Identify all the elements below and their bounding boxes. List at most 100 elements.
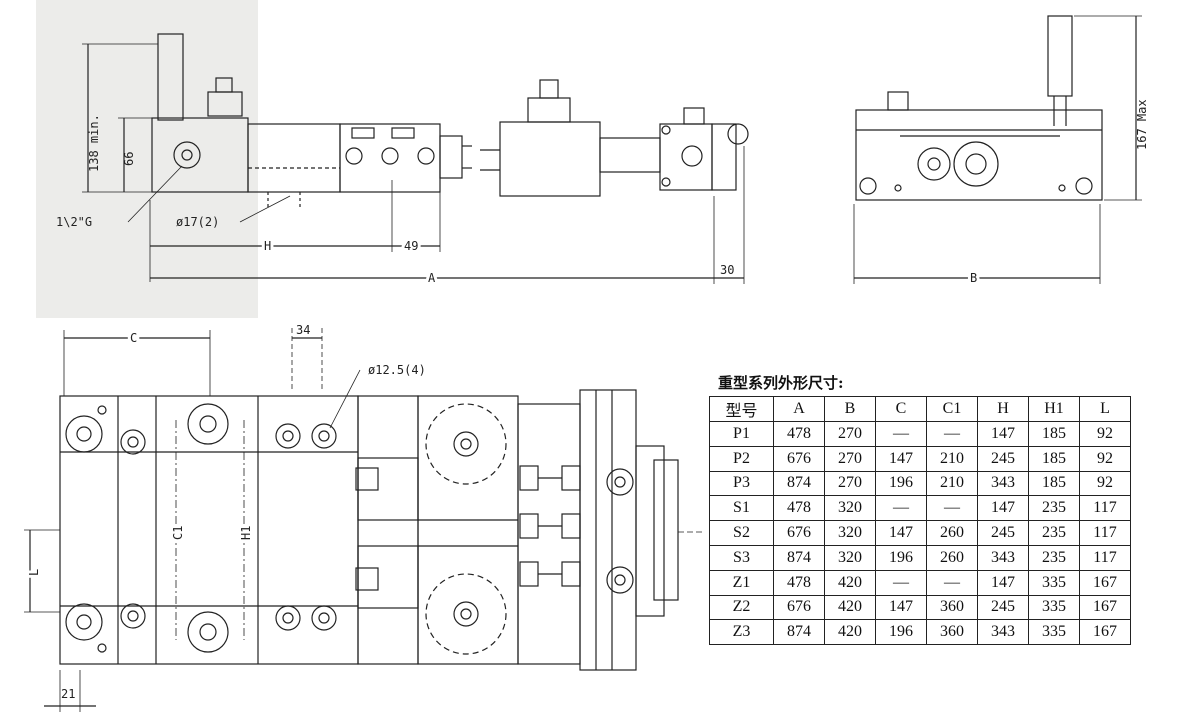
header-model: 型号 xyxy=(709,396,774,422)
valve-section xyxy=(339,123,441,193)
table-cell: S2 xyxy=(709,520,774,546)
table-cell: 196 xyxy=(875,470,927,497)
drawing-background xyxy=(36,0,258,318)
header-H1: H1 xyxy=(1028,396,1080,422)
table-cell: 235 xyxy=(1028,544,1080,571)
table-cell: 235 xyxy=(1028,520,1080,546)
cylinder-housing xyxy=(499,121,601,197)
clamp-nut xyxy=(207,91,243,117)
nut-top xyxy=(215,77,233,93)
cylinder-section xyxy=(417,395,519,665)
table-cell: 343 xyxy=(977,619,1029,646)
table-cell: 270 xyxy=(824,445,876,472)
header-C: C xyxy=(875,396,927,422)
dim-21-label: 21 xyxy=(61,687,75,701)
table-cell: 235 xyxy=(1028,495,1080,522)
table-cell: 270 xyxy=(824,421,876,447)
table-cell: S3 xyxy=(709,544,774,571)
table-cell: 676 xyxy=(773,445,825,472)
header-H: H xyxy=(977,396,1029,422)
table-cell: — xyxy=(926,421,978,447)
table-cell: 874 xyxy=(773,619,825,646)
dim-138-label: 138 min. xyxy=(87,114,101,172)
table-cell: Z2 xyxy=(709,594,774,621)
table-cell: 260 xyxy=(926,544,978,571)
table-cell: 320 xyxy=(824,520,876,546)
dim-167-label: 167 Max xyxy=(1135,99,1149,150)
dim-H-label: H xyxy=(264,239,271,253)
table-cell: 478 xyxy=(773,421,825,447)
table-cell: 420 xyxy=(824,594,876,621)
table-cell: 147 xyxy=(977,421,1029,447)
header-L: L xyxy=(1079,396,1131,422)
table-cell: 92 xyxy=(1079,470,1131,497)
table-cell: 245 xyxy=(977,520,1029,546)
table-cell: P3 xyxy=(709,470,774,497)
hole-12-label: ø12.5(4) xyxy=(368,363,426,377)
dim-34-label: 34 xyxy=(296,323,310,337)
table-cell: 245 xyxy=(977,594,1029,621)
table-cell: 167 xyxy=(1079,619,1131,646)
header-C1: C1 xyxy=(926,396,978,422)
table-cell: Z1 xyxy=(709,569,774,596)
dim-66-label: 66 xyxy=(122,152,136,166)
table-cell: Z3 xyxy=(709,619,774,646)
dim-L-label: L xyxy=(27,569,41,576)
dim-C1-label: C1 xyxy=(171,526,185,540)
table-cell: — xyxy=(875,569,927,596)
table-cell: — xyxy=(926,569,978,596)
table-cell: 196 xyxy=(875,544,927,571)
table-title: 重型系列外形尺寸: xyxy=(718,374,844,392)
table-cell: 420 xyxy=(824,569,876,596)
dim-49-label: 49 xyxy=(404,239,418,253)
middle-section xyxy=(357,395,419,665)
table-cell: P1 xyxy=(709,421,774,447)
table-cell: 335 xyxy=(1028,569,1080,596)
piston-rod xyxy=(599,137,661,173)
table-cell: 92 xyxy=(1079,445,1131,472)
table-cell: 196 xyxy=(875,619,927,646)
side-body xyxy=(855,109,1103,201)
thread-label: 1\2"G xyxy=(56,215,92,229)
table-cell: 335 xyxy=(1028,619,1080,646)
table-cell: 185 xyxy=(1028,470,1080,497)
table-cell: 167 xyxy=(1079,569,1131,596)
dim-A-label: A xyxy=(428,271,436,285)
table-cell: 343 xyxy=(977,470,1029,497)
table-cell: 147 xyxy=(977,495,1029,522)
table-cell: 117 xyxy=(1079,495,1131,522)
table-cell: S1 xyxy=(709,495,774,522)
table-cell: 210 xyxy=(926,470,978,497)
table-cell: 320 xyxy=(824,544,876,571)
dim-C-label: C xyxy=(130,331,137,345)
port-circle xyxy=(173,141,201,169)
table-cell: 147 xyxy=(875,520,927,546)
table-cell: — xyxy=(875,421,927,447)
table-cell: 335 xyxy=(1028,594,1080,621)
dim-30-label: 30 xyxy=(720,263,734,277)
table-cell: — xyxy=(875,495,927,522)
plan-view: C 34 ø12.5(4) C1 H1 xyxy=(24,323,704,712)
table-cell: 360 xyxy=(926,594,978,621)
table-cell: P2 xyxy=(709,445,774,472)
hole-17-label: ø17(2) xyxy=(176,215,219,229)
dim-B-label: B xyxy=(970,271,977,285)
table-cell: — xyxy=(926,495,978,522)
valve-blocks xyxy=(517,403,581,665)
table-cell: 117 xyxy=(1079,520,1131,546)
table-cell: 245 xyxy=(977,445,1029,472)
table-cell: 185 xyxy=(1028,421,1080,447)
table-cell: 270 xyxy=(824,470,876,497)
table-cell: 874 xyxy=(773,544,825,571)
